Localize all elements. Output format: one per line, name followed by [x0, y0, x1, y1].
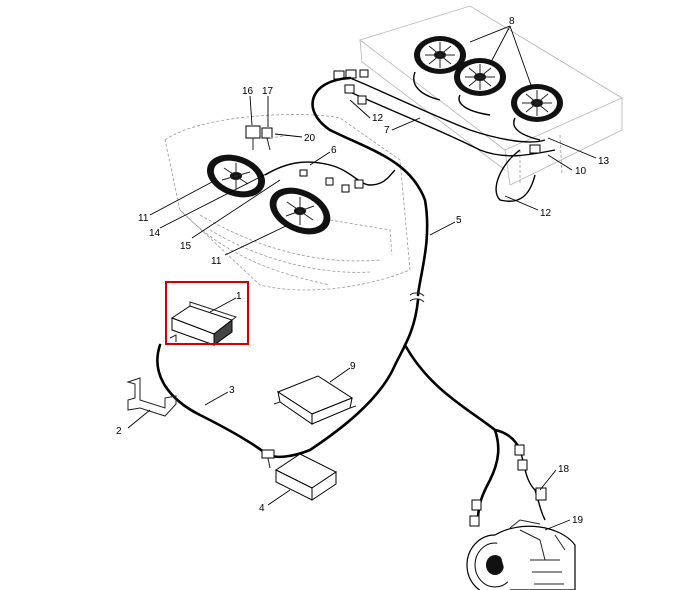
callout-4: 4 [259, 503, 265, 514]
highlight-box [165, 281, 249, 345]
connector [469, 444, 547, 527]
condenser-harness [349, 91, 556, 157]
control-harness [156, 343, 270, 457]
callout-19: 19 [572, 515, 584, 526]
harness-break-symbol [409, 292, 425, 303]
callout-11: 11 [211, 256, 222, 267]
fan-pigtail [413, 71, 541, 141]
callout-9: 9 [350, 361, 356, 372]
condenser-jumper [495, 149, 536, 202]
callout-20: 20 [304, 133, 316, 144]
callout-13: 13 [598, 156, 610, 167]
callout-5: 5 [456, 215, 462, 226]
callout-3: 3 [229, 385, 235, 396]
condenser-panel [359, 5, 623, 186]
main-harness-branch [403, 343, 500, 522]
front-harness [264, 161, 396, 186]
callout-15: 15 [180, 241, 192, 252]
vehicle-front-outline [164, 114, 411, 291]
callout-11: 11 [138, 213, 149, 224]
callout-2: 2 [116, 426, 122, 437]
callout-6: 6 [331, 145, 337, 156]
leader-lines [127, 25, 597, 531]
callout-10: 10 [575, 166, 587, 177]
callout-17: 17 [262, 86, 274, 97]
radiator-fan [206, 154, 266, 198]
mounting-bracket [126, 377, 177, 417]
ac-compressor [466, 519, 576, 590]
condenser-fan [511, 84, 563, 122]
callout-12: 12 [540, 208, 552, 219]
power-module [261, 449, 337, 501]
condenser-fan [454, 58, 506, 96]
callout-7: 7 [384, 125, 390, 136]
callout-8: 8 [509, 16, 515, 27]
relay-assembly [245, 125, 291, 151]
callout-1: 1 [236, 291, 242, 302]
callout-12: 12 [372, 113, 384, 124]
callout-18: 18 [558, 464, 570, 475]
main-harness [311, 76, 429, 297]
condenser-harness [349, 77, 546, 143]
callout-16: 16 [242, 86, 254, 97]
relay-box [273, 375, 357, 425]
radiator-fan [269, 187, 331, 235]
callout-14: 14 [149, 228, 161, 239]
condenser-fan [414, 36, 466, 74]
connector [299, 169, 364, 193]
connector [333, 69, 541, 154]
main-harness [268, 298, 420, 459]
control-module [169, 301, 238, 346]
